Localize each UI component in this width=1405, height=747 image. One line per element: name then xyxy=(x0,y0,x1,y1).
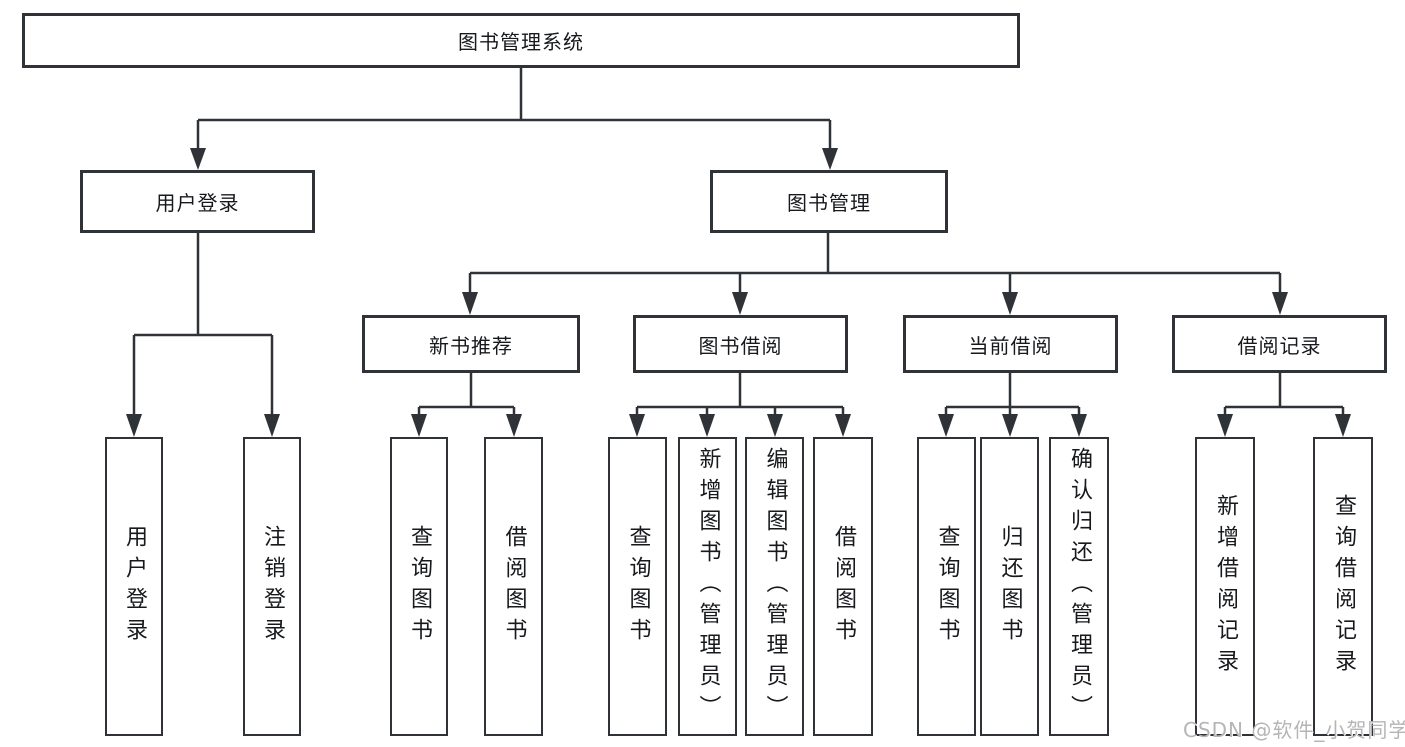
leaf-query-books-current-label: 查询图书 xyxy=(934,524,960,649)
leaf-query-books-borrow: 查询图书 xyxy=(608,437,667,736)
leaf-borrow-books-recommend: 借阅图书 xyxy=(484,437,543,736)
node-new-book-recommend: 新书推荐 xyxy=(362,315,580,373)
leaf-query-books-recommend: 查询图书 xyxy=(390,437,448,736)
leaf-edit-books-admin: 编辑图书（管理员） xyxy=(745,437,804,736)
node-borrow-records: 借阅记录 xyxy=(1172,315,1387,373)
node-root-label: 图书管理系统 xyxy=(458,30,584,54)
leaf-borrow-books: 借阅图书 xyxy=(813,437,873,736)
leaf-return-books: 归还图书 xyxy=(980,437,1039,736)
node-current-borrow: 当前借阅 xyxy=(903,315,1118,373)
leaf-add-borrow-record-label: 新增借阅记录 xyxy=(1213,493,1238,680)
leaf-query-borrow-record-label: 查询借阅记录 xyxy=(1331,493,1356,680)
leaf-add-books-admin: 新增图书（管理员） xyxy=(678,437,737,736)
node-book-management: 图书管理 xyxy=(710,170,948,233)
leaf-query-books-current: 查询图书 xyxy=(917,437,976,736)
arrowheads xyxy=(126,148,1351,437)
node-book-borrow-label: 图书借阅 xyxy=(698,333,783,358)
leaf-borrow-books-label: 借阅图书 xyxy=(831,524,856,649)
node-new-book-recommend-label: 新书推荐 xyxy=(429,333,513,358)
leaf-query-books-recommend-label: 查询图书 xyxy=(407,524,432,649)
node-book-borrow: 图书借阅 xyxy=(633,315,848,373)
leaf-edit-books-admin-label: 编辑图书（管理员） xyxy=(762,447,788,726)
leaf-user-login-label: 用户登录 xyxy=(122,524,147,649)
leaf-borrow-books-recommend-label: 借阅图书 xyxy=(501,524,527,649)
leaf-add-books-admin-label: 新增图书（管理员） xyxy=(695,447,721,726)
leaf-query-borrow-record: 查询借阅记录 xyxy=(1313,437,1373,736)
leaf-logout-label: 注销登录 xyxy=(260,524,285,649)
leaf-add-borrow-record: 新增借阅记录 xyxy=(1195,437,1255,736)
leaf-user-login: 用户登录 xyxy=(105,437,163,736)
watermark: CSDN @软件_小贺同学 xyxy=(1183,718,1405,742)
leaf-logout: 注销登录 xyxy=(243,437,301,736)
leaf-query-books-borrow-label: 查询图书 xyxy=(625,524,651,649)
node-borrow-records-label: 借阅记录 xyxy=(1237,333,1322,358)
leaf-confirm-return-admin: 确认归还（管理员） xyxy=(1049,437,1109,736)
node-user-login-label: 用户登录 xyxy=(155,191,240,215)
leaf-confirm-return-admin-label: 确认归还（管理员） xyxy=(1067,447,1092,726)
node-root: 图书管理系统 xyxy=(22,13,1020,68)
node-current-borrow-label: 当前借阅 xyxy=(968,333,1053,358)
leaf-return-books-label: 归还图书 xyxy=(997,524,1023,649)
node-book-management-label: 图书管理 xyxy=(787,191,871,215)
node-user-login: 用户登录 xyxy=(80,170,315,233)
